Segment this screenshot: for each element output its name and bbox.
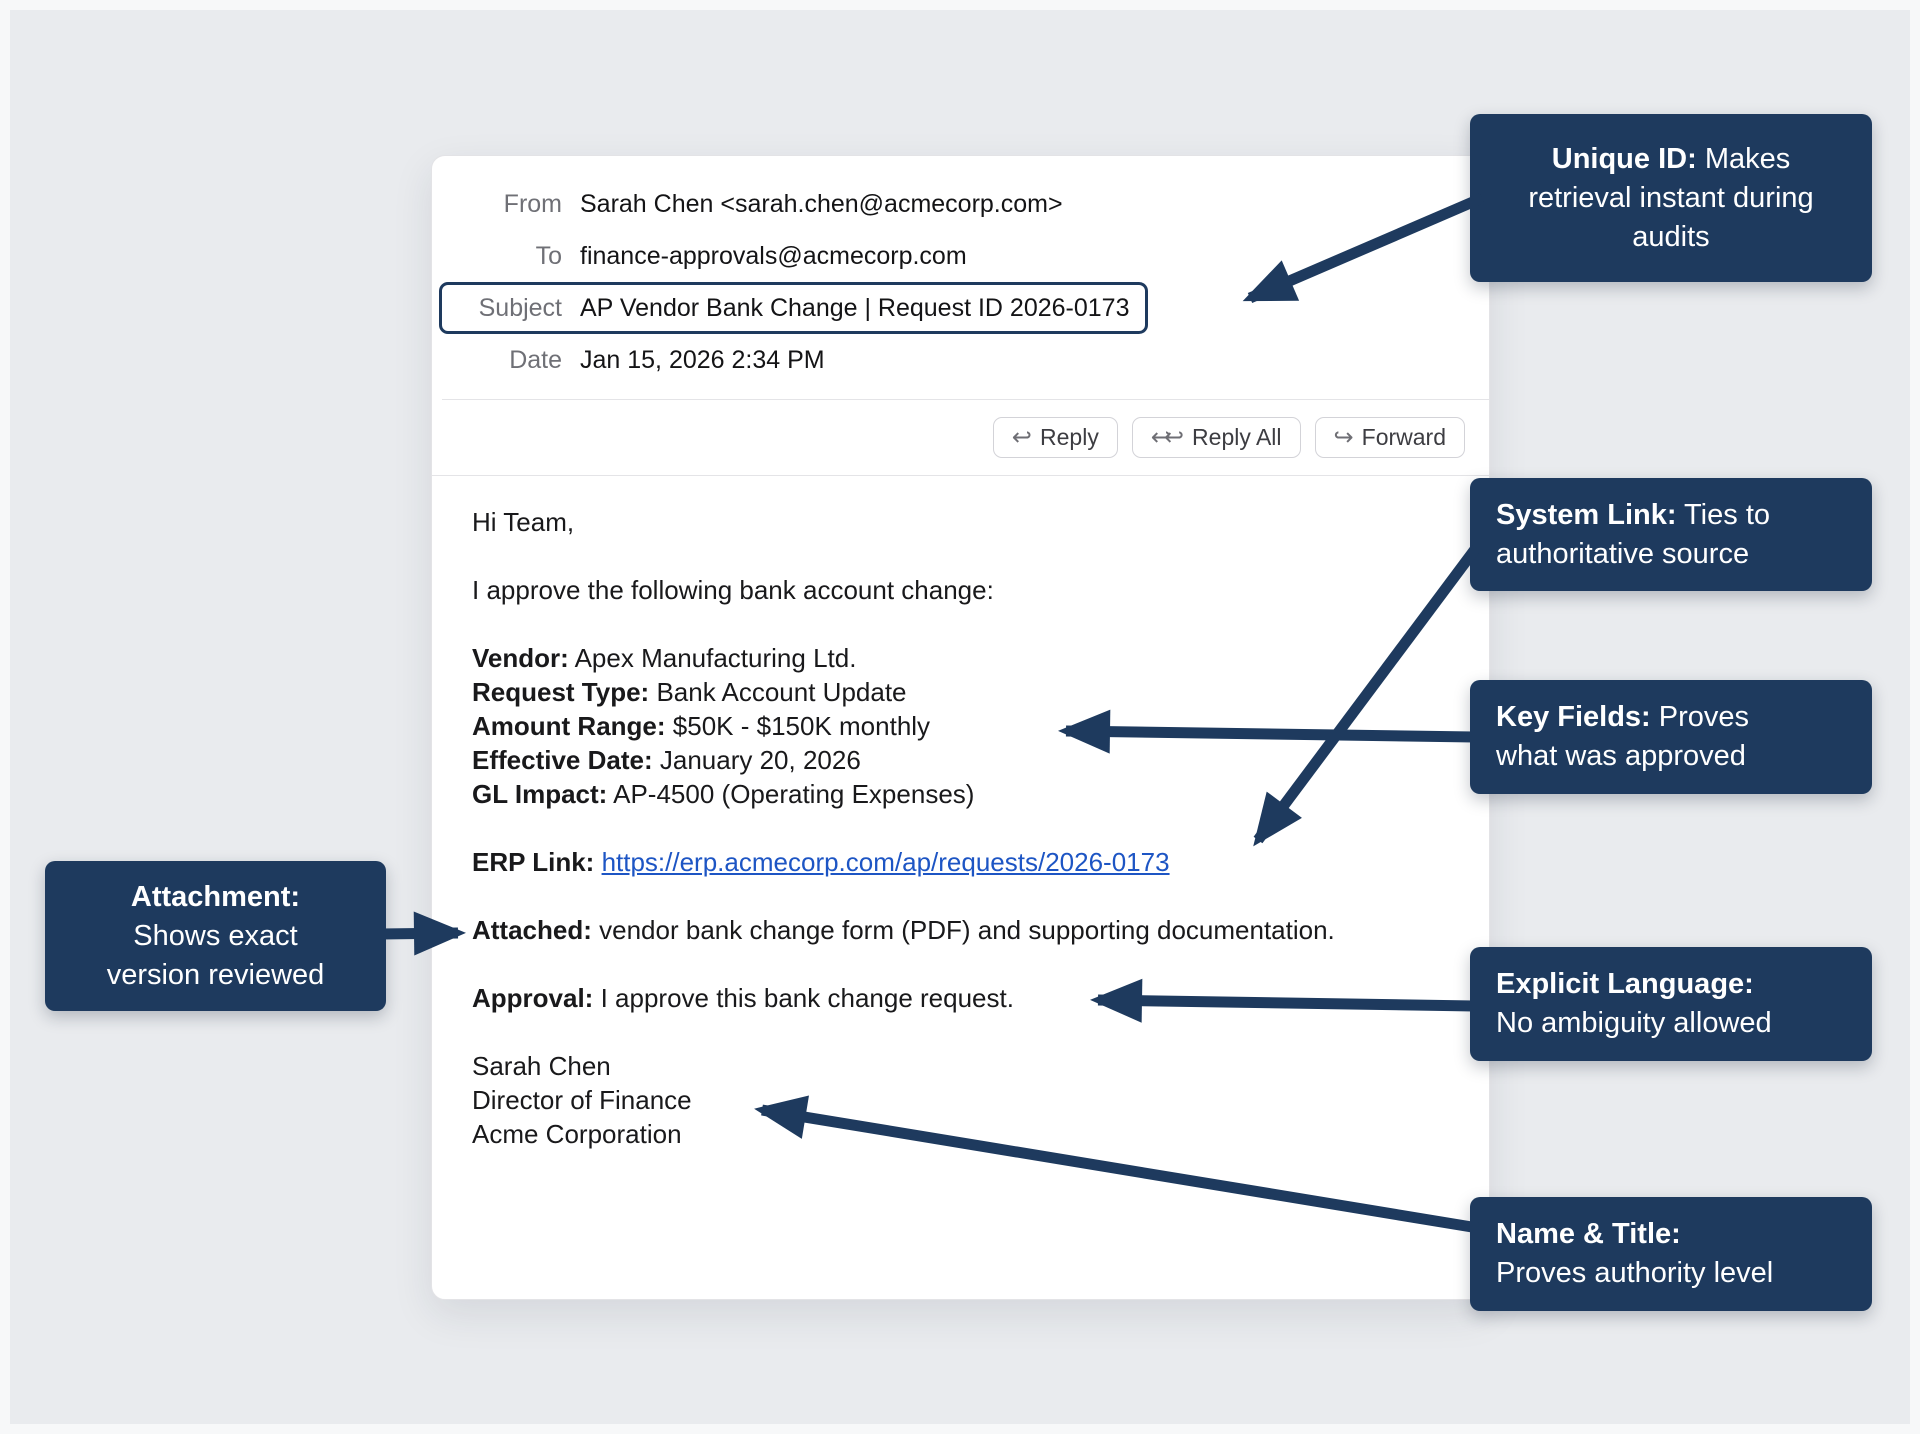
email-toolbar: ↩ Reply ↩↩ Reply All ↪ Forward — [432, 400, 1489, 476]
callout-unique-id: Unique ID: Makes retrieval instant durin… — [1470, 114, 1872, 282]
reply-all-icon: ↩↩ — [1150, 423, 1184, 451]
callout-attachment: Attachment: Shows exact version reviewed — [45, 861, 386, 1011]
signature-company: Acme Corporation — [472, 1119, 682, 1149]
subject-row: Subject AP Vendor Bank Change | Request … — [439, 282, 1489, 334]
key-fields-block: Vendor: Apex Manufacturing Ltd. Request … — [472, 641, 1449, 811]
to-row: To finance-approvals@acmecorp.com — [442, 230, 1489, 282]
field-amount-range: Amount Range: $50K - $150K monthly — [472, 711, 931, 741]
attached-value: vendor bank change form (PDF) and suppor… — [599, 915, 1335, 945]
attached-line: Attached: vendor bank change form (PDF) … — [472, 913, 1449, 947]
email-window: From Sarah Chen <sarah.chen@acmecorp.com… — [431, 155, 1490, 1300]
approval-line: Approval: I approve this bank change req… — [472, 981, 1449, 1015]
header-divider — [442, 399, 1489, 400]
to-label: To — [535, 241, 562, 270]
reply-all-button-label: Reply All — [1192, 424, 1282, 450]
field-request-type: Request Type: Bank Account Update — [472, 677, 907, 707]
from-label: From — [503, 189, 562, 218]
reply-button[interactable]: ↩ Reply — [992, 417, 1118, 458]
erp-link-label: ERP Link: — [472, 847, 595, 877]
reply-button-label: Reply — [1040, 424, 1099, 450]
forward-icon: ↪ — [1333, 423, 1354, 451]
approval-value: I approve this bank change request. — [600, 983, 1014, 1013]
date-row: Date Jan 15, 2026 2:34 PM — [442, 334, 1489, 386]
signature-block: Sarah Chen Director of Finance Acme Corp… — [472, 1049, 1449, 1151]
greeting: Hi Team, — [472, 507, 575, 537]
subject-value: AP Vendor Bank Change | Request ID 2026-… — [580, 293, 1130, 322]
forward-button[interactable]: ↪ Forward — [1314, 417, 1465, 458]
field-vendor: Vendor: Apex Manufacturing Ltd. — [472, 643, 857, 673]
date-label: Date — [509, 345, 562, 374]
signature-title: Director of Finance — [472, 1085, 692, 1115]
field-gl-impact: GL Impact: AP-4500 (Operating Expenses) — [472, 779, 975, 809]
callout-explicit-language: Explicit Language: No ambiguity allowed — [1470, 947, 1872, 1061]
to-value: finance-approvals@acmecorp.com — [580, 241, 967, 270]
attached-label: Attached: — [472, 915, 592, 945]
callout-key-fields: Key Fields: Proves what was approved — [1470, 680, 1872, 794]
forward-button-label: Forward — [1361, 424, 1446, 450]
email-header: From Sarah Chen <sarah.chen@acmecorp.com… — [432, 156, 1489, 400]
reply-icon: ↩ — [1011, 423, 1032, 451]
callout-system-link: System Link: Ties to authoritative sourc… — [1470, 478, 1872, 591]
reply-all-button[interactable]: ↩↩ Reply All — [1131, 417, 1301, 458]
signature-name: Sarah Chen — [472, 1051, 611, 1081]
callout-name-title: Name & Title: Proves authority level — [1470, 1197, 1872, 1311]
date-value: Jan 15, 2026 2:34 PM — [580, 345, 825, 374]
approval-label: Approval: — [472, 983, 594, 1013]
from-row: From Sarah Chen <sarah.chen@acmecorp.com… — [442, 178, 1489, 230]
erp-link[interactable]: https://erp.acmecorp.com/ap/requests/202… — [601, 847, 1170, 877]
intro-line: I approve the following bank account cha… — [472, 575, 994, 605]
from-value: Sarah Chen <sarah.chen@acmecorp.com> — [580, 189, 1063, 218]
subject-highlight-box: Subject AP Vendor Bank Change | Request … — [439, 282, 1149, 334]
field-effective-date: Effective Date: January 20, 2026 — [472, 745, 861, 775]
subject-label: Subject — [478, 293, 562, 322]
email-body: Hi Team, I approve the following bank ac… — [432, 476, 1489, 1151]
erp-link-line: ERP Link: https://erp.acmecorp.com/ap/re… — [472, 845, 1449, 879]
